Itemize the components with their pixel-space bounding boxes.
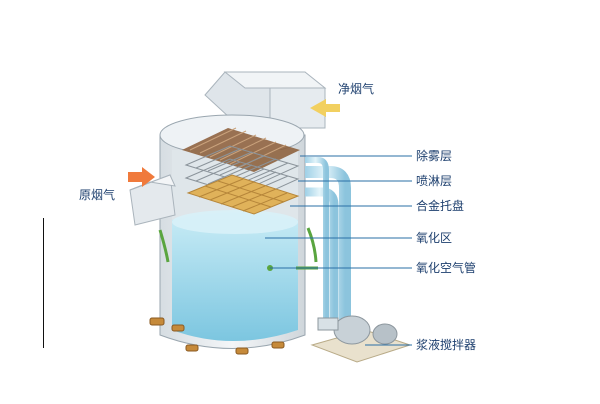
label-clean-gas: 净烟气	[338, 82, 375, 96]
leader-lines	[265, 155, 412, 346]
support-pipes	[158, 227, 318, 263]
inlet-duct	[129, 174, 176, 226]
side-rule	[43, 218, 44, 348]
clean-gas-arrow	[310, 99, 340, 117]
outlet-duct	[204, 71, 327, 129]
label-oxidation-zone: 氧化区	[416, 231, 453, 245]
label-spray-layer: 喷淋层	[416, 174, 453, 188]
label-alloy-tray: 合金托盘	[416, 199, 465, 213]
label-mist-eliminator: 除雾层	[416, 149, 453, 163]
label-slurry-agitator: 浆液搅拌器	[416, 338, 477, 352]
raw-gas-arrow	[128, 167, 155, 187]
pump-assembly	[310, 315, 412, 363]
label-raw-gas: 原烟气	[79, 188, 116, 202]
alloy-tray	[186, 174, 300, 215]
agitators	[149, 317, 285, 355]
label-oxidation-air-pipe: 氧化空气管	[416, 261, 477, 275]
recirculation-pipes	[305, 157, 351, 320]
